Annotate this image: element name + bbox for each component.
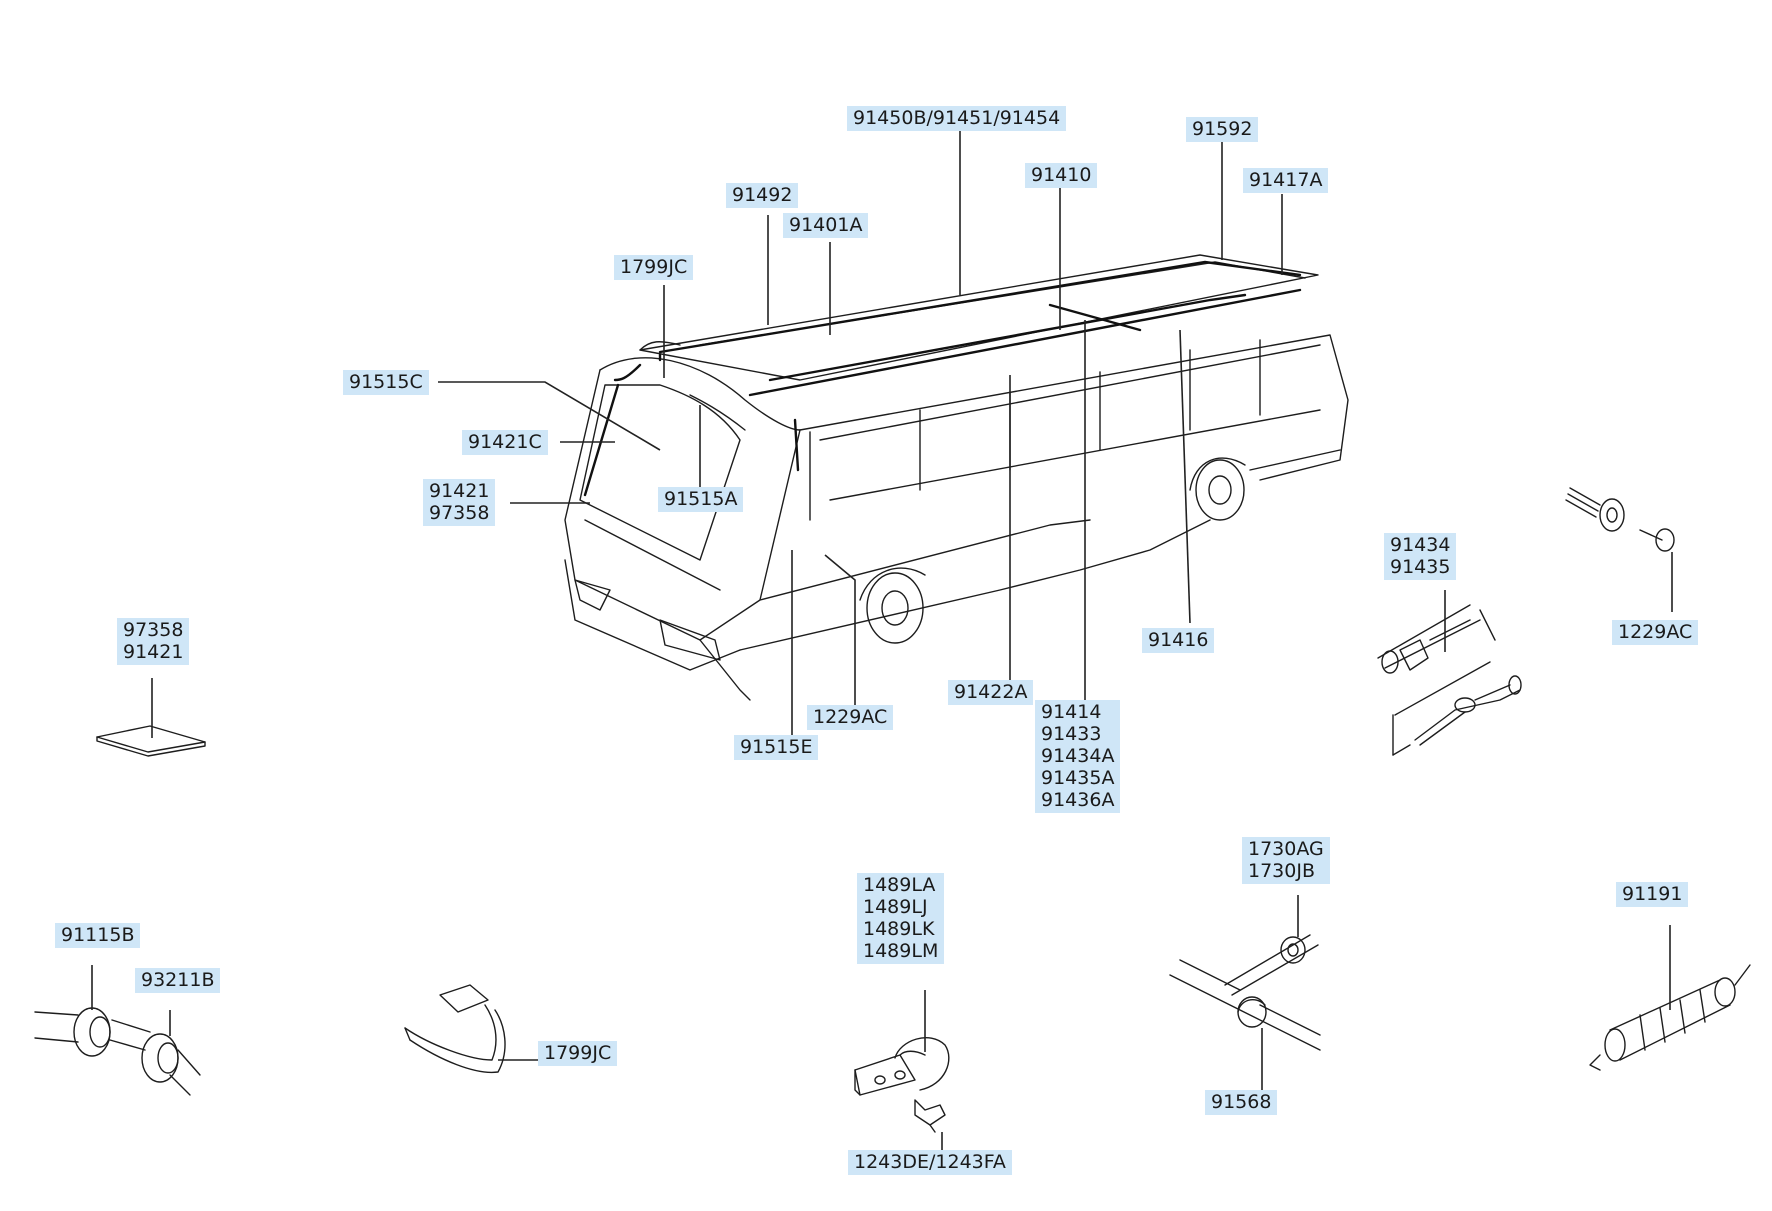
callout-91492[interactable]: 91492 [726,183,799,208]
callout-91592[interactable]: 91592 [1186,117,1259,142]
callout-1799jc-bottom[interactable]: 1799JC [538,1041,618,1066]
callout-91421-97358[interactable]: 91421 97358 [423,479,496,526]
callout-91414-group[interactable]: 91414 91433 91434A 91435A 91436A [1035,700,1121,813]
callout-91515c[interactable]: 91515C [343,370,429,395]
cable-tie-illustration [404,984,506,1074]
callout-1489-group[interactable]: 1489LA 1489LJ 1489LK 1489LM [857,873,945,964]
callout-93211b[interactable]: 93211B [135,968,221,993]
callout-91410[interactable]: 91410 [1025,163,1098,188]
callout-91434-91435[interactable]: 91434 91435 [1384,533,1457,580]
bus-illustration [564,254,1349,701]
callout-91421c[interactable]: 91421C [462,430,548,455]
callout-97358-91421[interactable]: 97358 91421 [117,618,190,665]
callout-1243de-1243fa[interactable]: 1243DE/1243FA [848,1150,1012,1175]
callout-91401a[interactable]: 91401A [783,213,869,238]
clamp-illustration [854,1037,950,1133]
bolt-illustration [1565,487,1675,552]
callout-91115b[interactable]: 91115B [55,923,141,948]
callout-1730ag-1730jb[interactable]: 1730AG 1730JB [1242,837,1330,884]
callout-91422a[interactable]: 91422A [948,680,1034,705]
pipe-clamp-illustration [1169,934,1321,1051]
grommet-illustration [34,1007,201,1096]
callout-91417a[interactable]: 91417A [1243,168,1329,193]
callout-91515e[interactable]: 91515E [734,735,819,760]
connector-illustration [1377,604,1522,756]
callout-1229ac-right[interactable]: 1229AC [1612,620,1699,645]
callout-91450b-91451-91454[interactable]: 91450B/91451/91454 [847,106,1067,131]
tube-illustration [1589,964,1751,1071]
callout-1229ac-mid[interactable]: 1229AC [807,705,894,730]
leader-lines [91,130,1673,1150]
callout-91416[interactable]: 91416 [1142,628,1215,653]
insulation-pad-illustration [96,725,206,757]
callout-91515a[interactable]: 91515A [658,487,744,512]
callout-1799jc-top[interactable]: 1799JC [614,255,694,280]
callout-91568[interactable]: 91568 [1205,1090,1278,1115]
callout-91191[interactable]: 91191 [1616,882,1689,907]
